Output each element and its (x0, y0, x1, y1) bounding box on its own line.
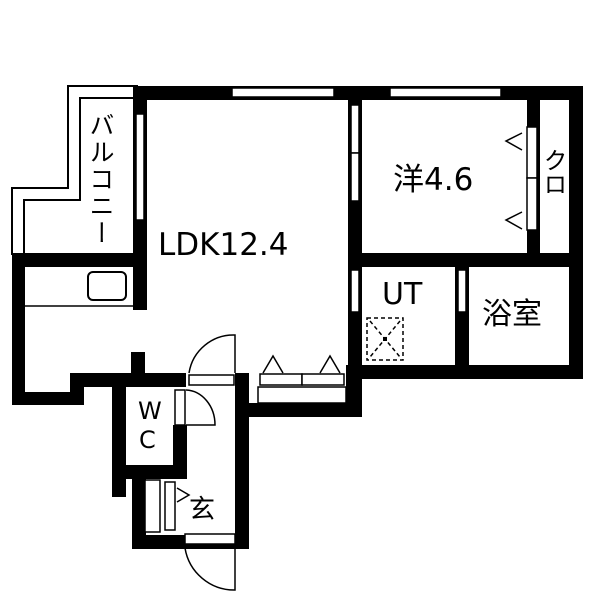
door-swings (184, 334, 236, 591)
toilet-label-c: C (139, 426, 156, 454)
balcony-railing (11, 85, 138, 255)
ldk-label: LDK12.4 (158, 227, 289, 263)
entrance-label: 玄 (189, 495, 216, 525)
closet-label: クロ (539, 148, 567, 196)
kitchen-counter (25, 271, 133, 307)
toilet-label-w: W (138, 397, 162, 425)
bathroom-label: 浴室 (482, 297, 542, 332)
sliding-markers (176, 132, 523, 503)
western-room-label: 洋4.6 (393, 162, 474, 198)
balcony-label: バルコニー (86, 112, 115, 247)
utility-label: UT (382, 277, 423, 312)
windows (135, 87, 538, 545)
